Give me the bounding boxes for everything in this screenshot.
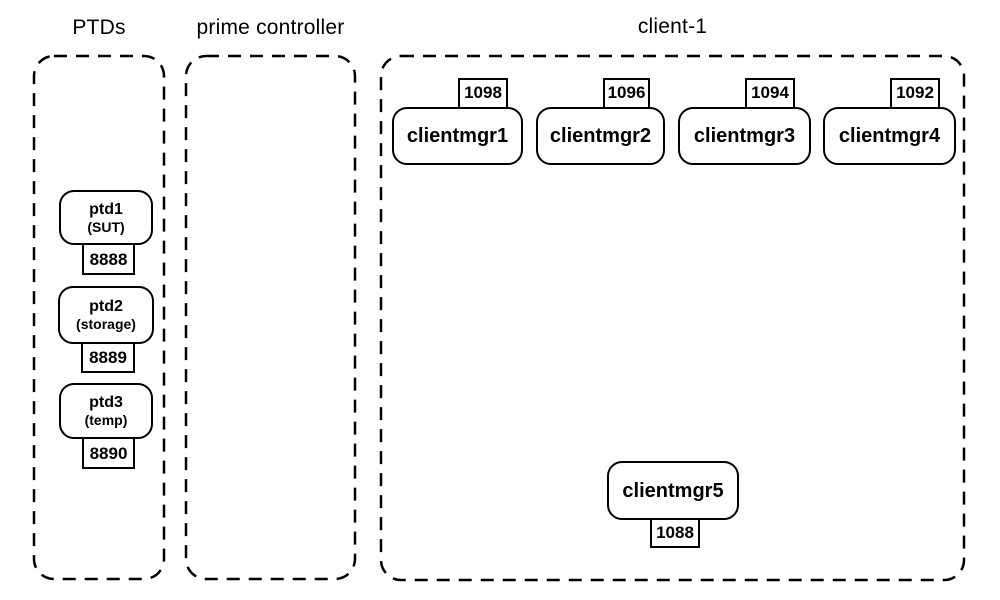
clientmgr3-label: clientmgr3 <box>693 125 796 147</box>
ptd1-port-tab: 8888 <box>82 242 135 275</box>
node-clientmgr5: 1088 clientmgr5 <box>607 461 739 548</box>
ptds-group-title: PTDs <box>72 16 126 39</box>
ptd1-label: ptd1 <box>89 200 123 218</box>
clientmgr5-box: clientmgr5 <box>607 461 739 520</box>
client-1-group-title: client-1 <box>637 15 708 38</box>
node-clientmgr1: 1098 clientmgr1 <box>392 78 523 165</box>
clientmgr2-label: clientmgr2 <box>549 125 652 147</box>
clientmgr5-label: clientmgr5 <box>622 479 724 502</box>
ptd3-port-tab: 8890 <box>82 436 135 469</box>
clientmgr2-box: clientmgr2 <box>536 107 665 165</box>
ptd1-box: ptd1 (SUT) <box>59 190 153 245</box>
ptds-group-outline <box>32 54 166 581</box>
ptd3-label: ptd3 <box>89 394 123 411</box>
node-clientmgr4: 1092 clientmgr4 <box>823 78 956 165</box>
ptd2-role-label: (storage) <box>76 316 136 332</box>
prime-controller-group-title: prime controller <box>196 16 345 39</box>
node-ptd1: 8888 ptd1 (SUT) <box>59 190 153 275</box>
clientmgr4-box: clientmgr4 <box>823 107 956 165</box>
clientmgr5-port-tab: 1088 <box>650 517 700 548</box>
ptd2-box: ptd2 (storage) <box>58 286 154 344</box>
client-1-group-outline <box>379 54 966 582</box>
ptd2-port-tab: 8889 <box>81 341 135 373</box>
ptd3-box: ptd3 (temp) <box>59 383 153 439</box>
clientmgr3-box: clientmgr3 <box>678 107 811 165</box>
clientmgr4-label: clientmgr4 <box>838 125 941 147</box>
clientmgr2-port-tab: 1096 <box>603 78 650 111</box>
prime-controller-group-outline <box>184 54 357 581</box>
node-ptd3: 8890 ptd3 (temp) <box>59 383 153 469</box>
ptd1-role-label: (SUT) <box>87 218 125 235</box>
clientmgr1-box: clientmgr1 <box>392 107 523 165</box>
ptd3-role-label: (temp) <box>84 412 128 428</box>
ptd2-label: ptd2 <box>89 298 123 315</box>
clientmgr1-label: clientmgr1 <box>406 125 509 147</box>
node-clientmgr2: 1096 clientmgr2 <box>536 78 665 165</box>
node-clientmgr3: 1094 clientmgr3 <box>678 78 811 165</box>
node-ptd2: 8889 ptd2 (storage) <box>58 286 154 373</box>
